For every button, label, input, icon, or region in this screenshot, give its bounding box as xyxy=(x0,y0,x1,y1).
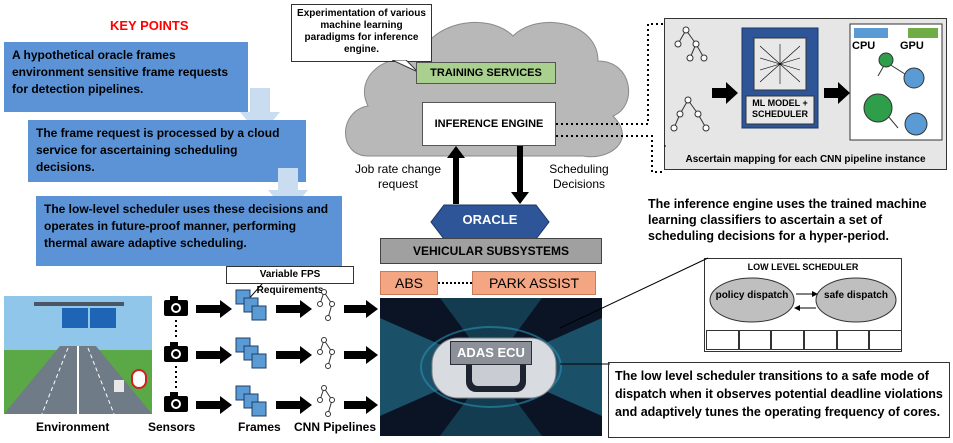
job-rate-text: Job rate change request xyxy=(354,162,442,191)
slot xyxy=(804,330,837,350)
scheduling-decisions-label: Scheduling Decisions xyxy=(538,162,620,192)
scheduler-states xyxy=(709,277,897,323)
oracle-label: ORACLE xyxy=(462,212,518,227)
adas-ecu-box: ADAS ECU xyxy=(450,341,532,365)
safe-dispatch-text: safe dispatch xyxy=(824,290,888,301)
abs-box: ABS xyxy=(380,271,438,295)
key-points-title: KEY POINTS xyxy=(110,18,189,33)
abs-label: ABS xyxy=(394,275,423,291)
key-point-3-text: The low-level scheduler uses these decis… xyxy=(44,202,329,250)
key-point-2: The frame request is processed by a clou… xyxy=(28,120,306,182)
job-rate-label: Job rate change request xyxy=(352,162,444,192)
camera-icons xyxy=(164,296,188,412)
slot xyxy=(706,330,739,350)
ml-panel-caption: Ascertain mapping for each CNN pipeline … xyxy=(685,154,926,165)
low-level-scheduler-title: LOW LEVEL SCHEDULER xyxy=(747,262,859,272)
sensors-label: Sensors xyxy=(148,420,196,434)
frame-stacks xyxy=(235,289,267,417)
experimentation-callout: Experimentation of various machine learn… xyxy=(291,4,432,62)
key-point-2-text: The frame request is processed by a clou… xyxy=(36,126,280,174)
training-services-label: TRAINING SERVICES xyxy=(430,67,542,79)
adas-connectors xyxy=(560,257,709,365)
cpu-label: CPU xyxy=(852,40,876,52)
ml-model-label: ML MODEL + SCHEDULER xyxy=(746,98,814,120)
cloud-oracle-arrows xyxy=(447,146,529,204)
frames-label: Frames xyxy=(238,420,281,434)
vehicular-subsystems-label: VEHICULAR SUBSYSTEMS xyxy=(412,244,570,258)
slot xyxy=(869,330,903,350)
training-services-box: TRAINING SERVICES xyxy=(416,62,556,84)
gpu-label: GPU xyxy=(900,40,924,52)
key-point-3: The low-level scheduler uses these decis… xyxy=(36,196,342,266)
ml-model-text: ML MODEL + SCHEDULER xyxy=(751,98,808,119)
policy-dispatch-label: policy dispatch xyxy=(714,290,790,302)
park-assist-box: PARK ASSIST xyxy=(472,271,596,295)
safe-dispatch-label: safe dispatch xyxy=(820,290,892,302)
scheduler-slots xyxy=(706,330,903,350)
callout-pointer xyxy=(392,60,419,73)
inference-note-text: The inference engine uses the trained ma… xyxy=(648,197,927,243)
cnn-pipeline-graphs xyxy=(317,289,335,417)
inference-panel-connector xyxy=(556,23,664,173)
key-point-1-text: A hypothetical oracle frames environment… xyxy=(12,48,229,96)
policy-dispatch-text: policy dispatch xyxy=(715,290,789,301)
inference-engine-box: INFERENCE ENGINE xyxy=(422,102,556,146)
environment-image xyxy=(4,296,152,414)
key-point-1: A hypothetical oracle frames environment… xyxy=(4,42,248,112)
cnn-pipelines-label: CNN Pipelines xyxy=(294,420,377,434)
slot xyxy=(836,330,870,350)
environment-label: Environment xyxy=(36,420,110,434)
slot xyxy=(771,330,805,350)
scheduling-decisions-text: Scheduling Decisions xyxy=(549,162,609,191)
down-arrow-icon xyxy=(268,168,308,214)
scheduler-note-text: The low level scheduler transitions to a… xyxy=(615,369,943,419)
scheduler-note: The low level scheduler transitions to a… xyxy=(608,362,950,438)
experimentation-callout-text: Experimentation of various machine learn… xyxy=(297,8,426,55)
abs-link-dots xyxy=(438,282,472,284)
variable-fps-label: Variable FPS Requirements xyxy=(256,269,324,296)
variable-fps-box: Variable FPS Requirements xyxy=(226,266,354,296)
inference-note: The inference engine uses the trained ma… xyxy=(648,196,948,244)
vehicular-subsystems-bar: VEHICULAR SUBSYSTEMS xyxy=(380,238,602,264)
ml-panel-graphics xyxy=(664,23,943,147)
inference-engine-label: INFERENCE ENGINE xyxy=(434,118,544,130)
slot xyxy=(738,330,772,350)
park-assist-label: PARK ASSIST xyxy=(489,275,579,291)
pipeline-arrows xyxy=(196,300,378,414)
adas-ecu-label: ADAS ECU xyxy=(457,345,525,360)
